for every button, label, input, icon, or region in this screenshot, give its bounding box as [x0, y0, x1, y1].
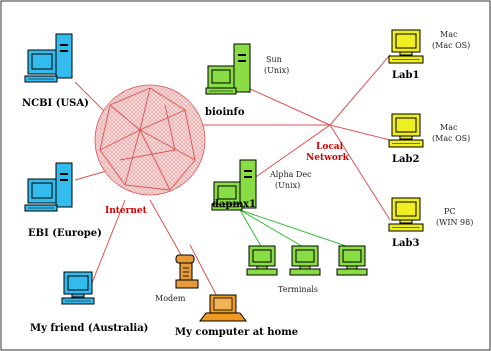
local-network-lines: [239, 54, 391, 221]
lab2-label: Lab2: [392, 154, 420, 165]
terminal-connections: [239, 209, 353, 249]
lab2-os-line1: Mac: [440, 123, 458, 132]
lab3-label: Lab3: [392, 238, 420, 249]
lab2-computer[interactable]: Lab2 Mac (Mac OS): [388, 113, 470, 165]
blue-desktop-icon: [61, 271, 95, 305]
local-network-line2: Network: [306, 153, 350, 163]
yellow-desktop-icon: [388, 197, 424, 232]
friend-label: My friend (Australia): [30, 323, 148, 334]
ncbi-server[interactable]: NCBI (USA): [22, 33, 89, 109]
internet-label: Internet: [105, 206, 148, 216]
modem-label: Modem: [155, 294, 186, 303]
ebi-label: EBI (Europe): [28, 228, 102, 239]
terminal-icon[interactable]: [336, 245, 368, 276]
modem[interactable]: Modem: [155, 254, 199, 303]
terminals-label: Terminals: [278, 285, 318, 294]
orange-laptop-icon: [199, 294, 247, 322]
lab3-computer[interactable]: Lab3 PC (WIN 98): [388, 197, 473, 249]
terminal-icon[interactable]: [289, 245, 321, 276]
terminal-icon[interactable]: [246, 245, 278, 276]
local-network-label: Local Network: [306, 142, 350, 163]
bioinfo-os-line1: Sun: [266, 55, 282, 64]
yellow-desktop-icon: [388, 113, 424, 148]
local-network-line1: Local: [316, 142, 344, 152]
lab1-computer[interactable]: Lab1 Mac (Mac OS): [388, 29, 470, 81]
lab3-os-line1: PC: [444, 207, 456, 216]
bioinfo-os-line2: (Unix): [264, 66, 289, 75]
home-computer[interactable]: My computer at home: [175, 294, 298, 338]
terminals-group: Terminals: [246, 245, 368, 294]
bioinfo-label: bioinfo: [205, 107, 245, 118]
lab1-label: Lab1: [392, 70, 419, 81]
yellow-desktop-icon: [388, 29, 424, 64]
dapmx1-label: dapmx1: [212, 199, 256, 210]
dapmx1-server[interactable]: dapmx1 Alpha Dec (Unix): [211, 159, 312, 211]
ebi-server[interactable]: EBI (Europe): [24, 162, 102, 239]
lab3-os-line2: (WIN 98): [436, 218, 473, 227]
modem-phone-icon: [175, 254, 199, 289]
home-label: My computer at home: [175, 327, 298, 338]
lab1-os-line2: (Mac OS): [432, 41, 470, 50]
lab1-os-line1: Mac: [440, 30, 458, 39]
ncbi-label: NCBI (USA): [22, 98, 89, 109]
internet-cloud: [94, 84, 206, 196]
friend-computer[interactable]: My friend (Australia): [30, 271, 148, 334]
lab2-os-line2: (Mac OS): [432, 134, 470, 143]
bioinfo-server[interactable]: bioinfo Sun (Unix): [205, 43, 289, 118]
dapmx1-os-line1: Alpha Dec: [269, 170, 312, 179]
dapmx1-os-line2: (Unix): [275, 181, 300, 190]
